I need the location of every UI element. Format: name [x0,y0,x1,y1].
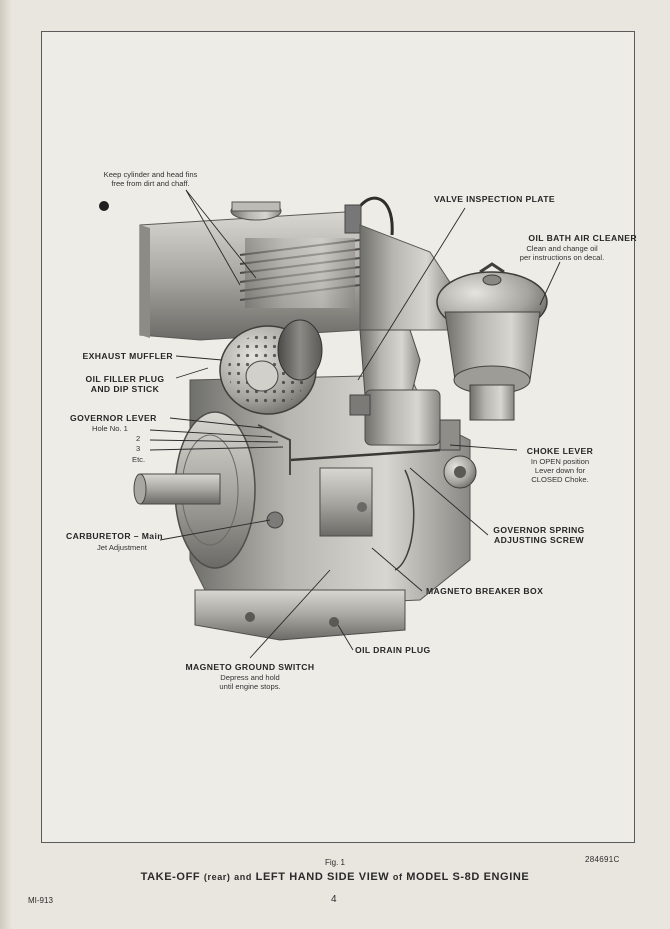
choke-lever-note: In OPEN position Lever down for CLOSED C… [530,457,590,484]
magneto-ground-note: Depress and hold until engine stops. [219,673,281,691]
carburetor-label: CARBURETOR – Main [66,531,163,541]
figure-number: Fig. 1 [324,858,345,867]
governor-hole-etc: Etc. [132,455,146,464]
figure-caption: TAKE-OFF (rear) and LEFT HAND SIDE VIEW … [140,871,530,883]
page-number: 4 [331,894,337,905]
document-code: MI-913 [28,896,53,905]
governor-hole-3: 3 [136,444,141,453]
oil-filler-plug-label: OIL FILLER PLUG AND DIP STICK [85,374,165,394]
governor-spring-label: GOVERNOR SPRING ADJUSTING SCREW [493,525,585,545]
governor-lever-label: GOVERNOR LEVER [70,413,157,423]
oil-bath-air-cleaner-label: OIL BATH AIR CLEANER [528,233,637,243]
valve-inspection-plate-label: VALVE INSPECTION PLATE [434,194,556,204]
air-cleaner-note: Clean and change oil per instructions on… [519,244,605,262]
carburetor-note: Jet Adjustment [97,543,147,552]
governor-hole-1: Hole No. 1 [92,424,128,433]
exhaust-muffler-label: EXHAUST MUFFLER [82,351,173,361]
magneto-breaker-box-label: MAGNETO BREAKER BOX [426,586,544,596]
choke-lever-label: CHOKE LEVER [526,446,594,456]
photo-code: 284691C [585,855,620,864]
oil-drain-plug-label: OIL DRAIN PLUG [355,645,431,655]
fins-note: Keep cylinder and head fins free from di… [103,170,198,188]
governor-hole-2: 2 [136,434,141,443]
page-binding-edge [0,0,12,929]
magneto-ground-switch-label: MAGNETO GROUND SWITCH [185,662,315,672]
